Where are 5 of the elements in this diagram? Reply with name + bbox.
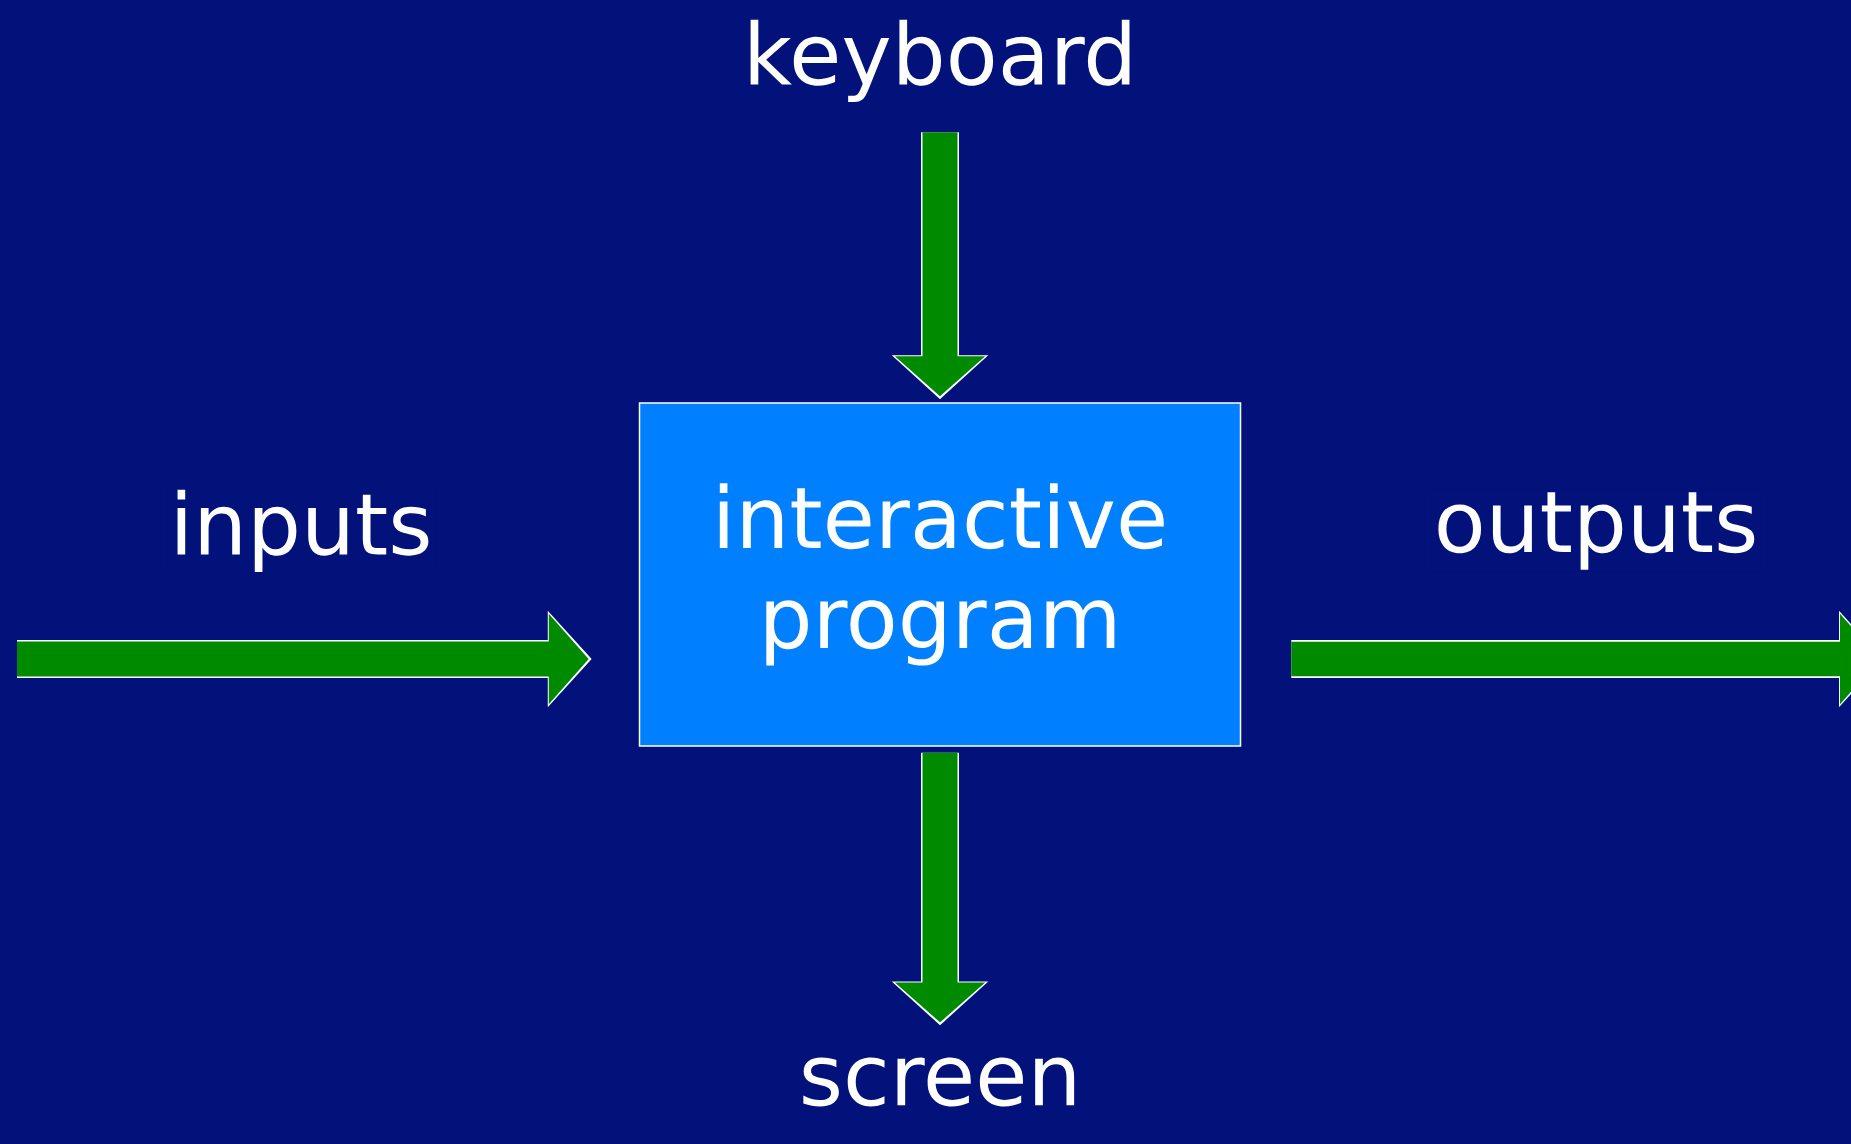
- process-box: interactive program: [638, 402, 1242, 747]
- edge-label: inputs: [177, 489, 429, 573]
- edge-label: outputs: [1438, 492, 1755, 570]
- text-label: screen: [803, 1057, 1075, 1107]
- text-label: keyboard: [750, 19, 1130, 103]
